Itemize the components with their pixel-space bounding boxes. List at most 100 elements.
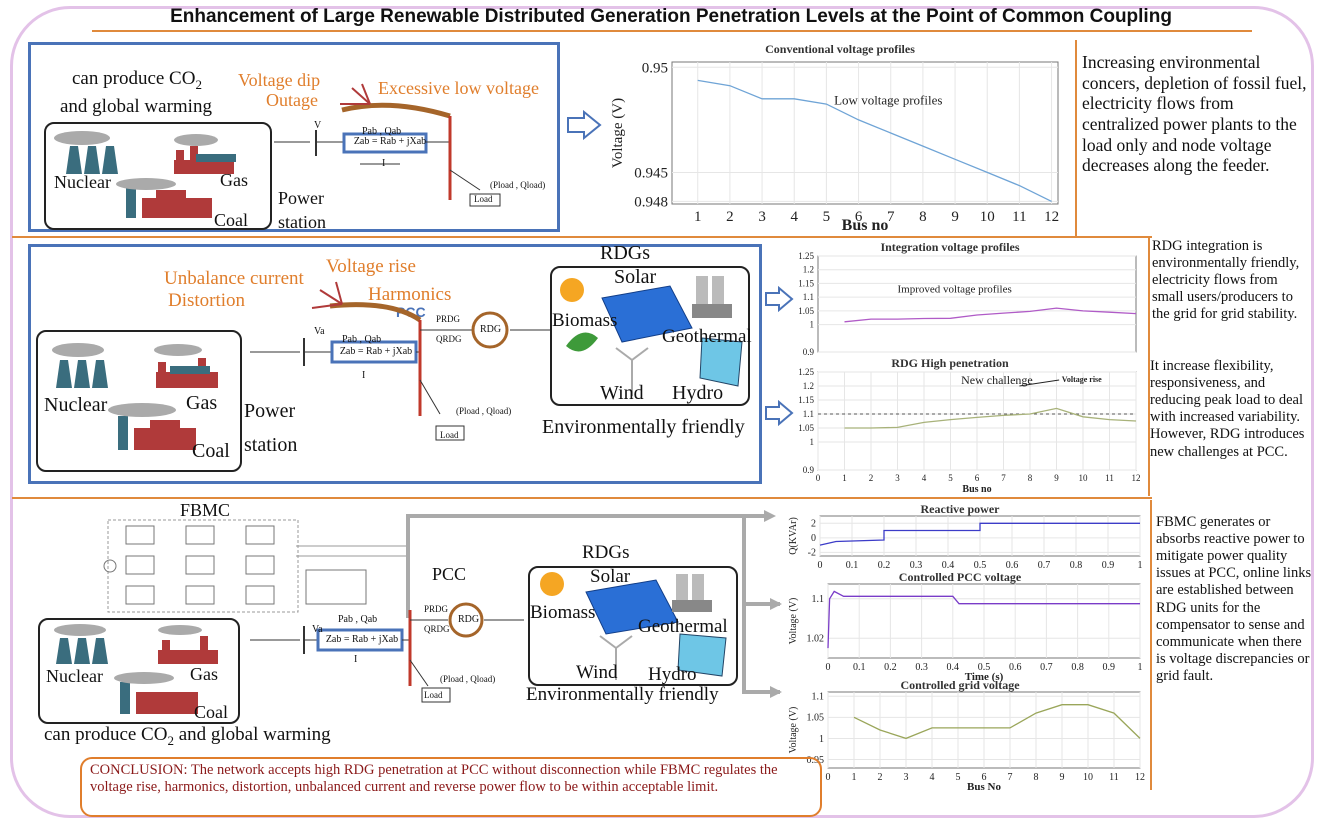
x-tick-label: 0.2 — [878, 560, 891, 570]
x-tick-label: 5 — [823, 209, 831, 225]
x-tick-label: 6 — [975, 473, 980, 483]
hydro-label-row2: Hydro — [672, 382, 724, 404]
y-tick-label: 1.15 — [798, 278, 814, 288]
x-tick-label: 9 — [1054, 473, 1059, 483]
pcc-label-row3: PCC — [432, 564, 467, 584]
circuit-pq-row1: Pab , Qab — [362, 126, 402, 137]
x-tick-label: 0.1 — [853, 662, 866, 673]
row1-side-text: Increasing environmental concers, deplet… — [1082, 52, 1307, 176]
station-label-row2: station — [244, 434, 298, 456]
y-tick-label: -2 — [808, 548, 816, 559]
plot-area — [817, 255, 1137, 353]
series-line — [819, 522, 1140, 546]
y-tick-label: 0.9 — [803, 347, 815, 356]
x-tick-label: 2 — [878, 772, 883, 783]
power-plants-box-row2 — [36, 330, 242, 472]
y-tick-label: 0.948 — [634, 194, 668, 210]
x-tick-label: 1 — [1138, 560, 1143, 570]
fbmc-link-arrows — [406, 510, 782, 698]
y-tick-label: 0.95 — [642, 60, 668, 76]
x-tick-label: 10 — [980, 209, 995, 225]
col-separator-3 — [1150, 500, 1152, 790]
col-separator-1 — [1075, 40, 1077, 236]
y-axis-label: Voltage (V) — [610, 98, 626, 168]
row2-side-text-2: It increase flexibility, responsiveness,… — [1150, 358, 1305, 460]
y-axis-label: Q(KVAr) — [788, 517, 799, 555]
series-line — [853, 704, 1141, 740]
x-tick-label: 0.4 — [947, 662, 960, 673]
row3-side-text: FBMC generates or absorbs reactive power… — [1156, 514, 1312, 684]
conventional-system-panel — [28, 42, 560, 232]
circuit-load-pq-row2: (Pload , Qload) — [456, 406, 512, 416]
series-line — [697, 79, 1052, 202]
x-tick-label: 4 — [930, 772, 935, 783]
title-underline — [92, 30, 1252, 32]
friendly-label-row2: Environmentally friendly — [542, 416, 745, 438]
y-tick-label: 0.945 — [634, 165, 668, 181]
y-tick-label: 1.02 — [807, 634, 825, 645]
x-tick-label: 7 — [887, 209, 895, 225]
x-tick-label: 0.3 — [915, 662, 928, 673]
chart-annotation: Improved voltage profiles — [898, 283, 1012, 295]
x-tick-label: 2 — [726, 209, 734, 225]
power-station-label-row2: Power — [244, 400, 296, 422]
power-plants-box-row3 — [38, 618, 240, 724]
low-voltage-label: Excessive low voltage — [378, 78, 539, 98]
x-tick-label: 0.4 — [942, 560, 955, 570]
y-axis-label: Voltage (V) — [788, 598, 799, 645]
series-line — [827, 590, 1140, 649]
x-tick-label: 7 — [1001, 473, 1006, 483]
renewable-sources-icon — [540, 572, 727, 680]
y-tick-label: 1.1 — [803, 409, 814, 419]
chart-5-title: Controlled PCC voltage — [898, 570, 1022, 584]
gas-label-row3: Gas — [190, 664, 218, 684]
x-tick-label: 0.8 — [1071, 662, 1084, 673]
x-tick-label: 9 — [951, 209, 959, 225]
circuit-qrdg-row2: QRDG — [436, 334, 462, 344]
outage-label: Outage — [266, 90, 318, 110]
renewable-sources-icon — [560, 276, 743, 396]
circuit-diagram-row2 — [250, 281, 550, 441]
y-tick-label: 1.2 — [803, 265, 814, 275]
chart-annotation: New challenge — [961, 373, 1033, 387]
station-label-row1: station — [278, 212, 326, 232]
x-tick-label: 12 — [1135, 772, 1145, 783]
circuit-i-row3: I — [354, 654, 358, 665]
circuit-z-row1: Zab = Rab + jXab — [353, 136, 427, 147]
co2-text-row1: can produce CO2 — [72, 68, 202, 92]
x-axis-label: Bus No — [967, 781, 1001, 792]
x-axis-label: Bus no — [962, 484, 991, 494]
coal-label-row1: Coal — [214, 210, 248, 230]
y-tick-label: 1.1 — [812, 692, 825, 703]
row-separator-2 — [12, 497, 1152, 499]
x-tick-label: 3 — [895, 473, 900, 483]
x-tick-label: 0.8 — [1070, 560, 1083, 570]
x-tick-label: 0.5 — [978, 662, 991, 673]
x-tick-label: 8 — [1028, 473, 1033, 483]
geothermal-label-row3: Geothermal — [638, 616, 728, 637]
x-tick-label: 6 — [855, 209, 863, 225]
y-tick-label: 1.25 — [798, 252, 814, 261]
y-tick-label: 1.1 — [812, 594, 825, 605]
x-tick-label: 0.9 — [1102, 560, 1115, 570]
circuit-rdg-row3: RDG — [458, 614, 480, 625]
x-tick-label: 8 — [1034, 772, 1039, 783]
arrow-right-icon — [567, 110, 602, 140]
poster-title: Enhancement of Large Renewable Distribut… — [170, 6, 1172, 27]
coal-label-row3: Coal — [194, 702, 228, 722]
x-tick-label: 2 — [869, 473, 874, 483]
x-tick-label: 3 — [758, 209, 766, 225]
circuit-z-row2: Zab = Rab + jXab — [339, 346, 413, 357]
circuit-load-pq-row3: (Pload , Qload) — [440, 674, 496, 684]
circuit-v-row2: Va — [314, 326, 325, 337]
annotation-arrow — [1019, 379, 1060, 387]
x-tick-label: 0.1 — [846, 560, 859, 570]
unbalance-current-label: Unbalance current — [164, 268, 304, 289]
circuit-diagram-row1 — [274, 83, 501, 207]
plot-area — [671, 61, 1059, 205]
circuit-qrdg-row3: QRDG — [424, 624, 450, 634]
chart-annotation: Low voltage profiles — [834, 93, 942, 108]
y-tick-label: 1.05 — [798, 423, 814, 433]
